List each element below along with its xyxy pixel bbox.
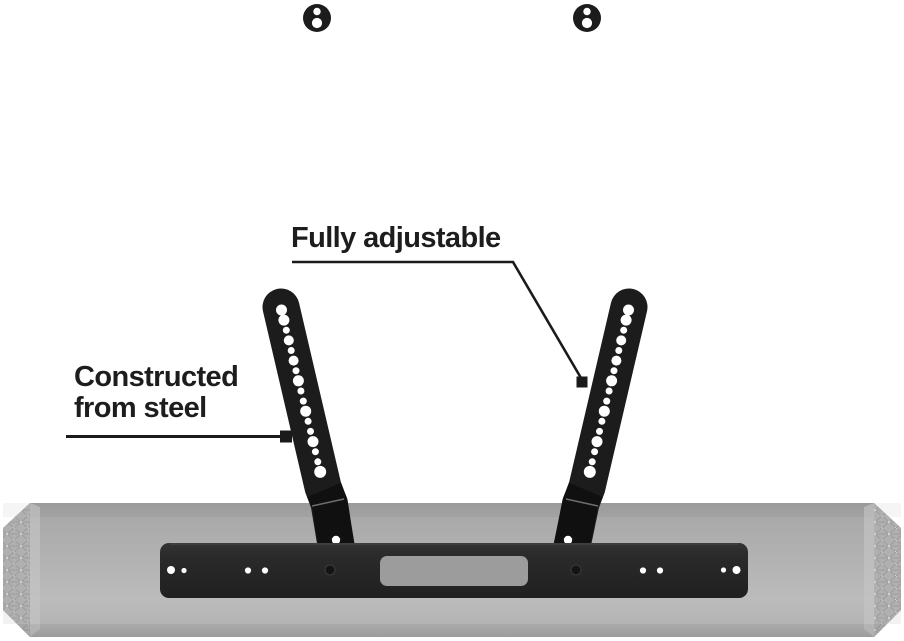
arm-hole	[288, 355, 299, 366]
arm-hole	[620, 326, 628, 334]
arm-hole	[292, 367, 300, 375]
arm-hole	[615, 347, 623, 354]
wall-anchor-left-icon	[303, 4, 331, 32]
soundbar-right-grille	[874, 503, 901, 637]
soundbar-left-bevel	[30, 503, 40, 637]
left-bracket-arm	[262, 288, 356, 570]
arm-hole	[314, 465, 327, 478]
arm-hole	[307, 427, 314, 435]
right-arm-holes	[583, 304, 634, 478]
arm-hole	[623, 304, 634, 316]
callout-constructed-line	[66, 430, 292, 443]
arm-hole	[278, 314, 290, 326]
arm-hole	[603, 397, 611, 405]
soundbar-left-grille	[3, 503, 30, 637]
callout-fully-adjustable-line	[292, 260, 588, 388]
soundbar-bottom-shade	[3, 610, 901, 637]
arm-hole	[300, 405, 312, 417]
left-arm-bottom-hole	[331, 535, 341, 545]
arm-hole	[292, 375, 304, 387]
left-arm-lower-fold	[307, 482, 355, 554]
arm-hole	[610, 367, 618, 375]
left-arm-holes	[276, 304, 327, 478]
arm-hole	[598, 405, 610, 417]
arm-hole	[596, 427, 603, 435]
arm-hole	[299, 397, 307, 405]
arm-hole	[287, 347, 295, 354]
plate-countersunk-holes	[324, 564, 582, 576]
arm-hole	[591, 448, 599, 456]
wall-anchor-right-icon	[573, 4, 601, 32]
mounting-plate	[160, 543, 748, 598]
arm-hole	[282, 326, 290, 334]
soundbar-right-bevel	[864, 503, 874, 637]
left-arm-bend-highlight	[311, 498, 345, 507]
right-arm-bottom-hole	[563, 535, 573, 545]
arm-hole	[307, 436, 319, 448]
constructed-from-steel-label: Constructed from steel	[74, 361, 239, 424]
arm-hole	[276, 304, 287, 316]
arm-hole	[616, 335, 627, 346]
arm-hole	[606, 375, 618, 387]
arm-hole	[591, 436, 603, 448]
arm-hole	[620, 314, 632, 326]
arm-hole	[297, 387, 305, 395]
arm-hole	[304, 417, 312, 425]
arm-hole	[314, 458, 322, 466]
soundbar-top-shade	[3, 503, 901, 517]
arm-hole	[588, 458, 596, 466]
right-arm-bend-highlight	[565, 498, 599, 507]
fully-adjustable-label: Fully adjustable	[291, 222, 501, 254]
arm-hole	[283, 335, 294, 346]
right-bracket-arm	[552, 288, 648, 570]
plate-screw-holes	[167, 566, 741, 574]
arm-hole	[605, 387, 613, 395]
arm-hole	[598, 417, 606, 425]
arm-hole	[583, 465, 596, 478]
plate-center-window	[380, 556, 528, 586]
arm-hole	[611, 355, 622, 366]
arm-hole	[311, 448, 319, 456]
right-arm-lower-fold	[553, 482, 603, 555]
